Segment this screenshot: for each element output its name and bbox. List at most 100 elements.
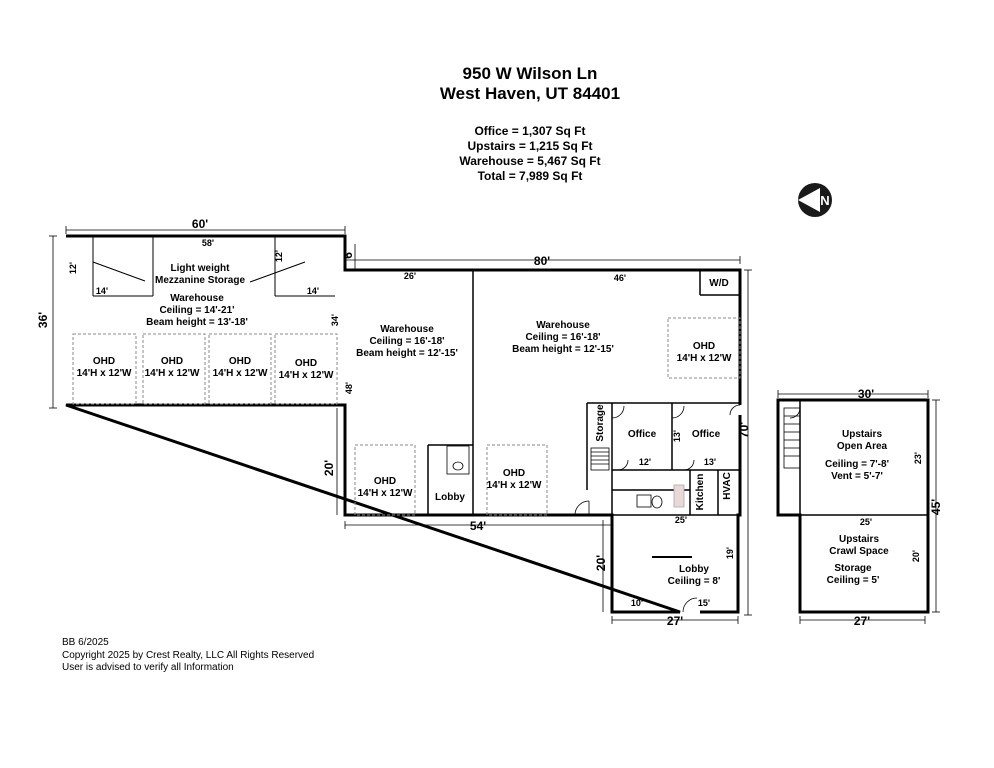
- dim-bath-width: 25': [675, 515, 687, 525]
- ohd-7-label: OHD: [693, 341, 715, 352]
- dim-lobby-height: 20': [594, 555, 608, 571]
- upstairs-open-line-2: Open Area: [837, 441, 888, 452]
- address-line-2: West Haven, UT 84401: [439, 84, 621, 103]
- warehouse-2-name: Warehouse: [380, 324, 434, 335]
- dim-lobby-width: 27': [667, 614, 683, 628]
- mezzanine: [92, 236, 335, 297]
- footer-line-1: BB 6/2025: [62, 637, 109, 648]
- dim-up-height: 45': [929, 499, 943, 515]
- dim-lobby-left-seg: 10': [631, 598, 643, 608]
- hvac-label: HVAC: [722, 472, 733, 500]
- shower-icon: [673, 484, 685, 508]
- warehouse-3-beam: Beam height = 12'-15': [512, 344, 614, 355]
- ohd-2-label: OHD: [161, 356, 183, 367]
- upstairs-stairs-icon: [783, 407, 801, 469]
- lobby-small-label: Lobby: [435, 492, 465, 503]
- upstairs-open-vent: Vent = 5'-7': [831, 471, 883, 482]
- crawl-line-1: Upstairs: [839, 534, 879, 545]
- area-summary: Office = 1,307 Sq Ft Upstairs = 1,215 Sq…: [380, 124, 680, 184]
- dim-step: 6': [341, 249, 355, 259]
- ohd-door-6: [486, 444, 548, 516]
- crawl-ceiling: Ceiling = 5': [827, 575, 880, 586]
- dim-main-left-width: 26': [404, 271, 416, 281]
- ohd-4-label: OHD: [295, 358, 317, 369]
- dim-mezz-depth-right: 12': [274, 250, 284, 262]
- dim-left-height: 36': [36, 312, 50, 328]
- upstairs-open-line-1: Upstairs: [842, 429, 882, 440]
- toilet-icon-2: [651, 495, 663, 509]
- warehouse-2-beam: Beam height = 12'-15': [356, 348, 458, 359]
- dim-main-bottom-width: 54': [470, 519, 486, 533]
- upstairs-sqft: Upstairs = 1,215 Sq Ft: [467, 139, 593, 153]
- dim-up-crawl-side: 20': [911, 550, 921, 562]
- door-swings: [574, 404, 801, 613]
- dim-office1-bottom: 12': [639, 457, 651, 467]
- dim-main-right-width: 46': [614, 273, 626, 283]
- dim-main-width: 80': [534, 254, 550, 268]
- ohd-door-3: [208, 333, 272, 405]
- dim-lobby-side: 19': [725, 547, 735, 559]
- ohd-3-label: OHD: [229, 356, 251, 367]
- ohd-door-2: [142, 333, 206, 405]
- upstairs-open-ceiling: Ceiling = 7'-8': [825, 459, 889, 470]
- warehouse-3-name: Warehouse: [536, 320, 590, 331]
- ohd-4-size: 14'H x 12'W: [279, 370, 334, 381]
- bathroom-small: [446, 445, 470, 475]
- ohd-1-size: 14'H x 12'W: [77, 368, 132, 379]
- crawl-line-3: Storage: [834, 563, 872, 574]
- ohd-1-label: OHD: [93, 356, 115, 367]
- dim-lobby-right-seg: 15': [698, 598, 710, 608]
- footer: BB 6/2025 Copyright 2025 by Crest Realty…: [62, 637, 314, 675]
- office-2-label: Office: [692, 429, 721, 440]
- ohd-6-size: 14'H x 12'W: [487, 480, 542, 491]
- mezz-label-1: Light weight: [171, 263, 231, 274]
- dim-main-height-20: 20': [322, 460, 336, 476]
- dimension-lines: [49, 226, 940, 624]
- dim-up-mid: 25': [860, 517, 872, 527]
- washer-dryer-label: W/D: [709, 278, 728, 289]
- dim-mezz-depth-left: 12': [68, 262, 78, 274]
- dim-mezz-width-right: 14': [307, 286, 319, 296]
- dim-up-open-side: 23': [913, 452, 923, 464]
- office-sqft: Office = 1,307 Sq Ft: [474, 124, 586, 138]
- sink-icon: [636, 494, 652, 508]
- fixtures: [446, 445, 692, 558]
- mezz-label-2: Mezzanine Storage: [155, 275, 245, 286]
- lobby-main-label: Lobby: [679, 564, 709, 575]
- warehouse-2-ceiling: Ceiling = 16'-18': [369, 336, 444, 347]
- address-line-1: 950 W Wilson Ln: [462, 64, 598, 83]
- footer-line-2: Copyright 2025 by Crest Realty, LLC All …: [62, 649, 315, 661]
- dim-office1-side: 13': [672, 430, 682, 442]
- ohd-7-size: 14'H x 12'W: [677, 353, 732, 364]
- dim-mezz-width-left: 14': [96, 286, 108, 296]
- toilet-icon: [452, 461, 464, 471]
- office-1-label: Office: [628, 429, 657, 440]
- property-address: 950 W Wilson Ln West Haven, UT 84401: [380, 64, 680, 104]
- dim-office2-bottom: 13': [704, 457, 716, 467]
- warehouse-1-ceiling: Ceiling = 14'-21': [159, 305, 234, 316]
- footer-line-3: User is advised to verify all Informatio…: [62, 662, 234, 673]
- dim-left-inner-width: 58': [202, 238, 214, 248]
- lobby-ceiling: Ceiling = 8': [668, 576, 721, 587]
- stairs-icon: [590, 447, 610, 471]
- warehouse-1-beam: Beam height = 13'-18': [146, 317, 248, 328]
- north-arrow-icon: N: [798, 183, 832, 217]
- warehouse-3-ceiling: Ceiling = 16'-18': [525, 332, 600, 343]
- warehouse-sqft: Warehouse = 5,467 Sq Ft: [459, 154, 601, 168]
- ohd-5-label: OHD: [374, 476, 396, 487]
- north-letter: N: [820, 193, 829, 208]
- dim-left-width: 60': [192, 217, 208, 231]
- ohd-door-5: [354, 444, 416, 516]
- ohd-6-label: OHD: [503, 468, 525, 479]
- dim-main-height-48: 48': [344, 382, 354, 394]
- dim-up-width: 30': [858, 387, 874, 401]
- ohd-door-7: [667, 317, 741, 379]
- ohd-5-size: 14'H x 12'W: [358, 488, 413, 499]
- dim-right-height: 70': [737, 422, 751, 438]
- dim-up-bottom: 27': [854, 614, 870, 628]
- overhead-doors: [72, 317, 741, 516]
- storage-label: Storage: [595, 404, 606, 442]
- kitchen-label: Kitchen: [695, 474, 706, 511]
- ohd-2-size: 14'H x 12'W: [145, 368, 200, 379]
- crawl-line-2: Crawl Space: [829, 546, 889, 557]
